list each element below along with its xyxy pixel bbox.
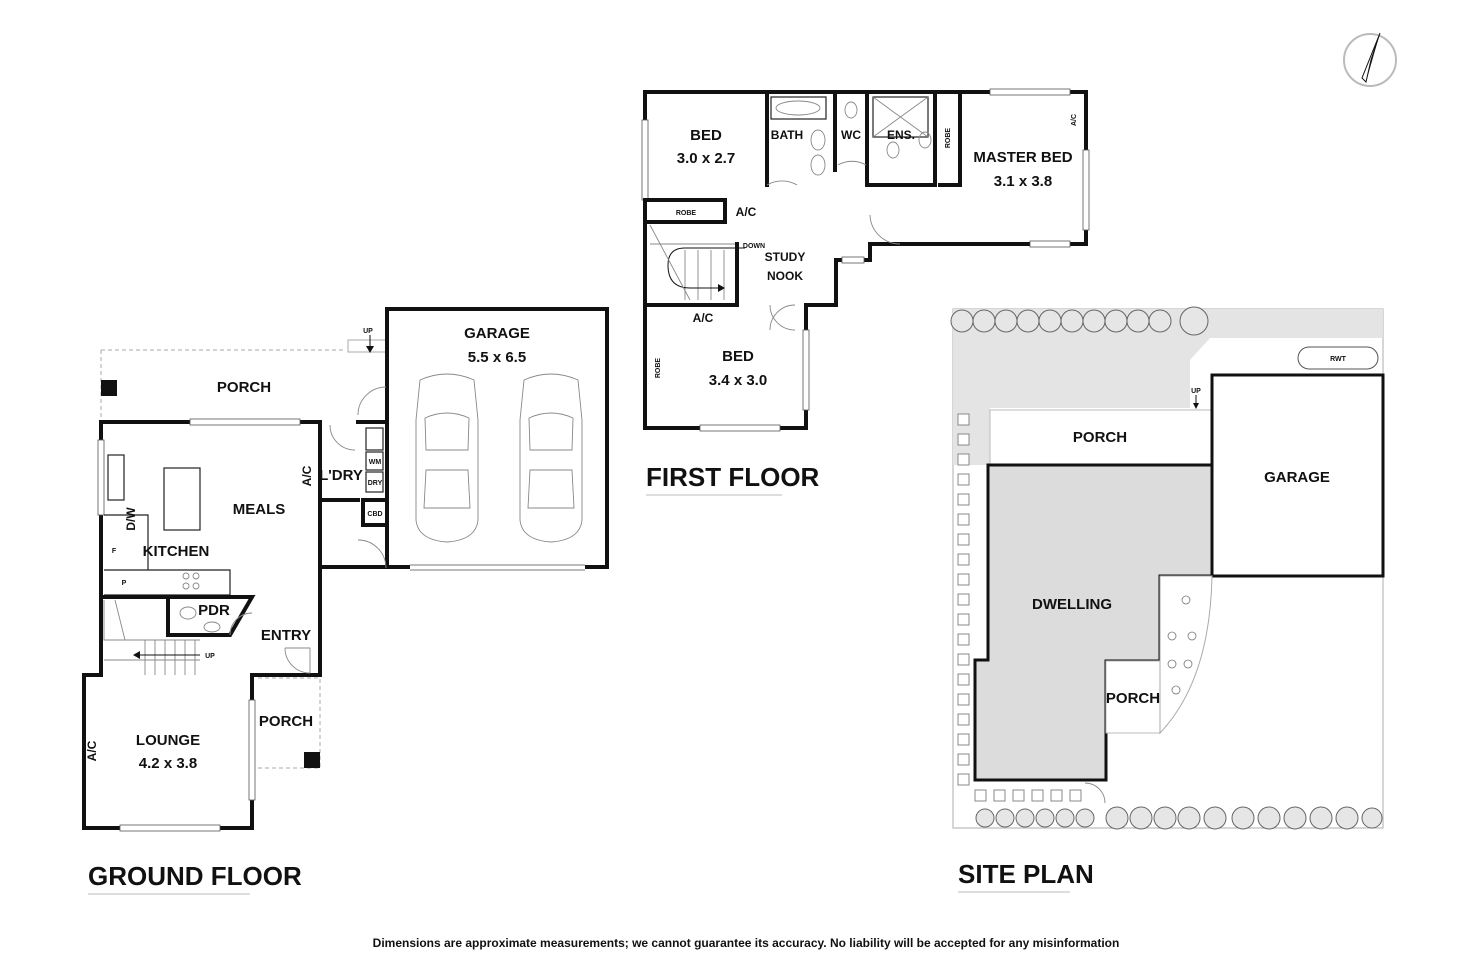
porch-post <box>101 380 117 396</box>
rwt-label: RWT <box>1330 356 1347 363</box>
stairs-up-label: UP <box>205 653 215 660</box>
cupboard-label: CBD <box>367 511 382 518</box>
master-bed-dims: 3.1 x 3.8 <box>994 173 1052 190</box>
ac-label: A/C <box>693 311 714 325</box>
first-floor-title: FIRST FLOOR <box>646 462 820 492</box>
up-marker: UP <box>1191 388 1201 395</box>
ac-label: A/C <box>1071 114 1078 126</box>
porch-label: PORCH <box>217 379 271 396</box>
dwelling-label: DWELLING <box>1032 596 1112 613</box>
ac-label: A/C <box>300 465 314 486</box>
down-label: DOWN <box>743 243 765 250</box>
car-icon <box>519 373 583 543</box>
garage-dims: 5.5 x 6.5 <box>468 349 526 366</box>
robe-label: ROBE <box>655 358 662 379</box>
porch-label: PORCH <box>259 713 313 730</box>
first-floor-plan <box>641 88 1090 432</box>
dryer-label: DRY <box>368 480 383 487</box>
porch-label: PORCH <box>1106 690 1160 707</box>
kitchen-label: KITCHEN <box>143 543 210 560</box>
bath-label: BATH <box>771 128 803 142</box>
entry-label: ENTRY <box>261 627 311 644</box>
site-plan <box>950 306 1385 830</box>
ac-label: A/C <box>85 740 99 761</box>
site-plan-title: SITE PLAN <box>958 859 1094 889</box>
lounge-dims: 4.2 x 3.8 <box>139 755 197 772</box>
porch-label: PORCH <box>1073 429 1127 446</box>
staircase-icon <box>103 599 200 675</box>
disclaimer-text: Dimensions are approximate measurements;… <box>373 936 1120 950</box>
pdr-label: PDR <box>198 602 230 619</box>
ground-floor-title: GROUND FLOOR <box>88 861 302 891</box>
north-arrow-icon <box>1343 32 1397 87</box>
study-nook-label: NOOK <box>767 269 803 283</box>
laundry-label: L'DRY <box>319 467 363 484</box>
lounge-label: LOUNGE <box>136 732 200 749</box>
robe-label: ROBE <box>676 210 697 217</box>
study-nook-label: STUDY <box>765 250 806 264</box>
wc-label: WC <box>841 128 861 142</box>
bed-label: BED <box>722 348 754 365</box>
robe-label: ROBE <box>945 128 952 149</box>
ground-floor-plan <box>82 307 609 832</box>
ac-label: A/C <box>736 205 757 219</box>
pantry-label: P <box>122 580 127 587</box>
dishwasher-label: D/W <box>124 507 138 531</box>
bed-dims: 3.0 x 2.7 <box>677 150 735 167</box>
ensuite-label: ENS. <box>887 128 915 142</box>
porch-post <box>304 752 320 768</box>
fridge-label: F <box>112 548 117 555</box>
washing-machine-label: WM <box>369 459 382 466</box>
staircase-icon <box>649 224 745 301</box>
up-marker: UP <box>363 328 373 335</box>
meals-label: MEALS <box>233 501 286 518</box>
master-bed-label: MASTER BED <box>973 149 1072 166</box>
car-icon <box>415 373 479 543</box>
garage-label: GARAGE <box>464 325 530 342</box>
garage-label: GARAGE <box>1264 469 1330 486</box>
bed-dims: 3.4 x 3.0 <box>709 372 767 389</box>
bed-label: BED <box>690 127 722 144</box>
